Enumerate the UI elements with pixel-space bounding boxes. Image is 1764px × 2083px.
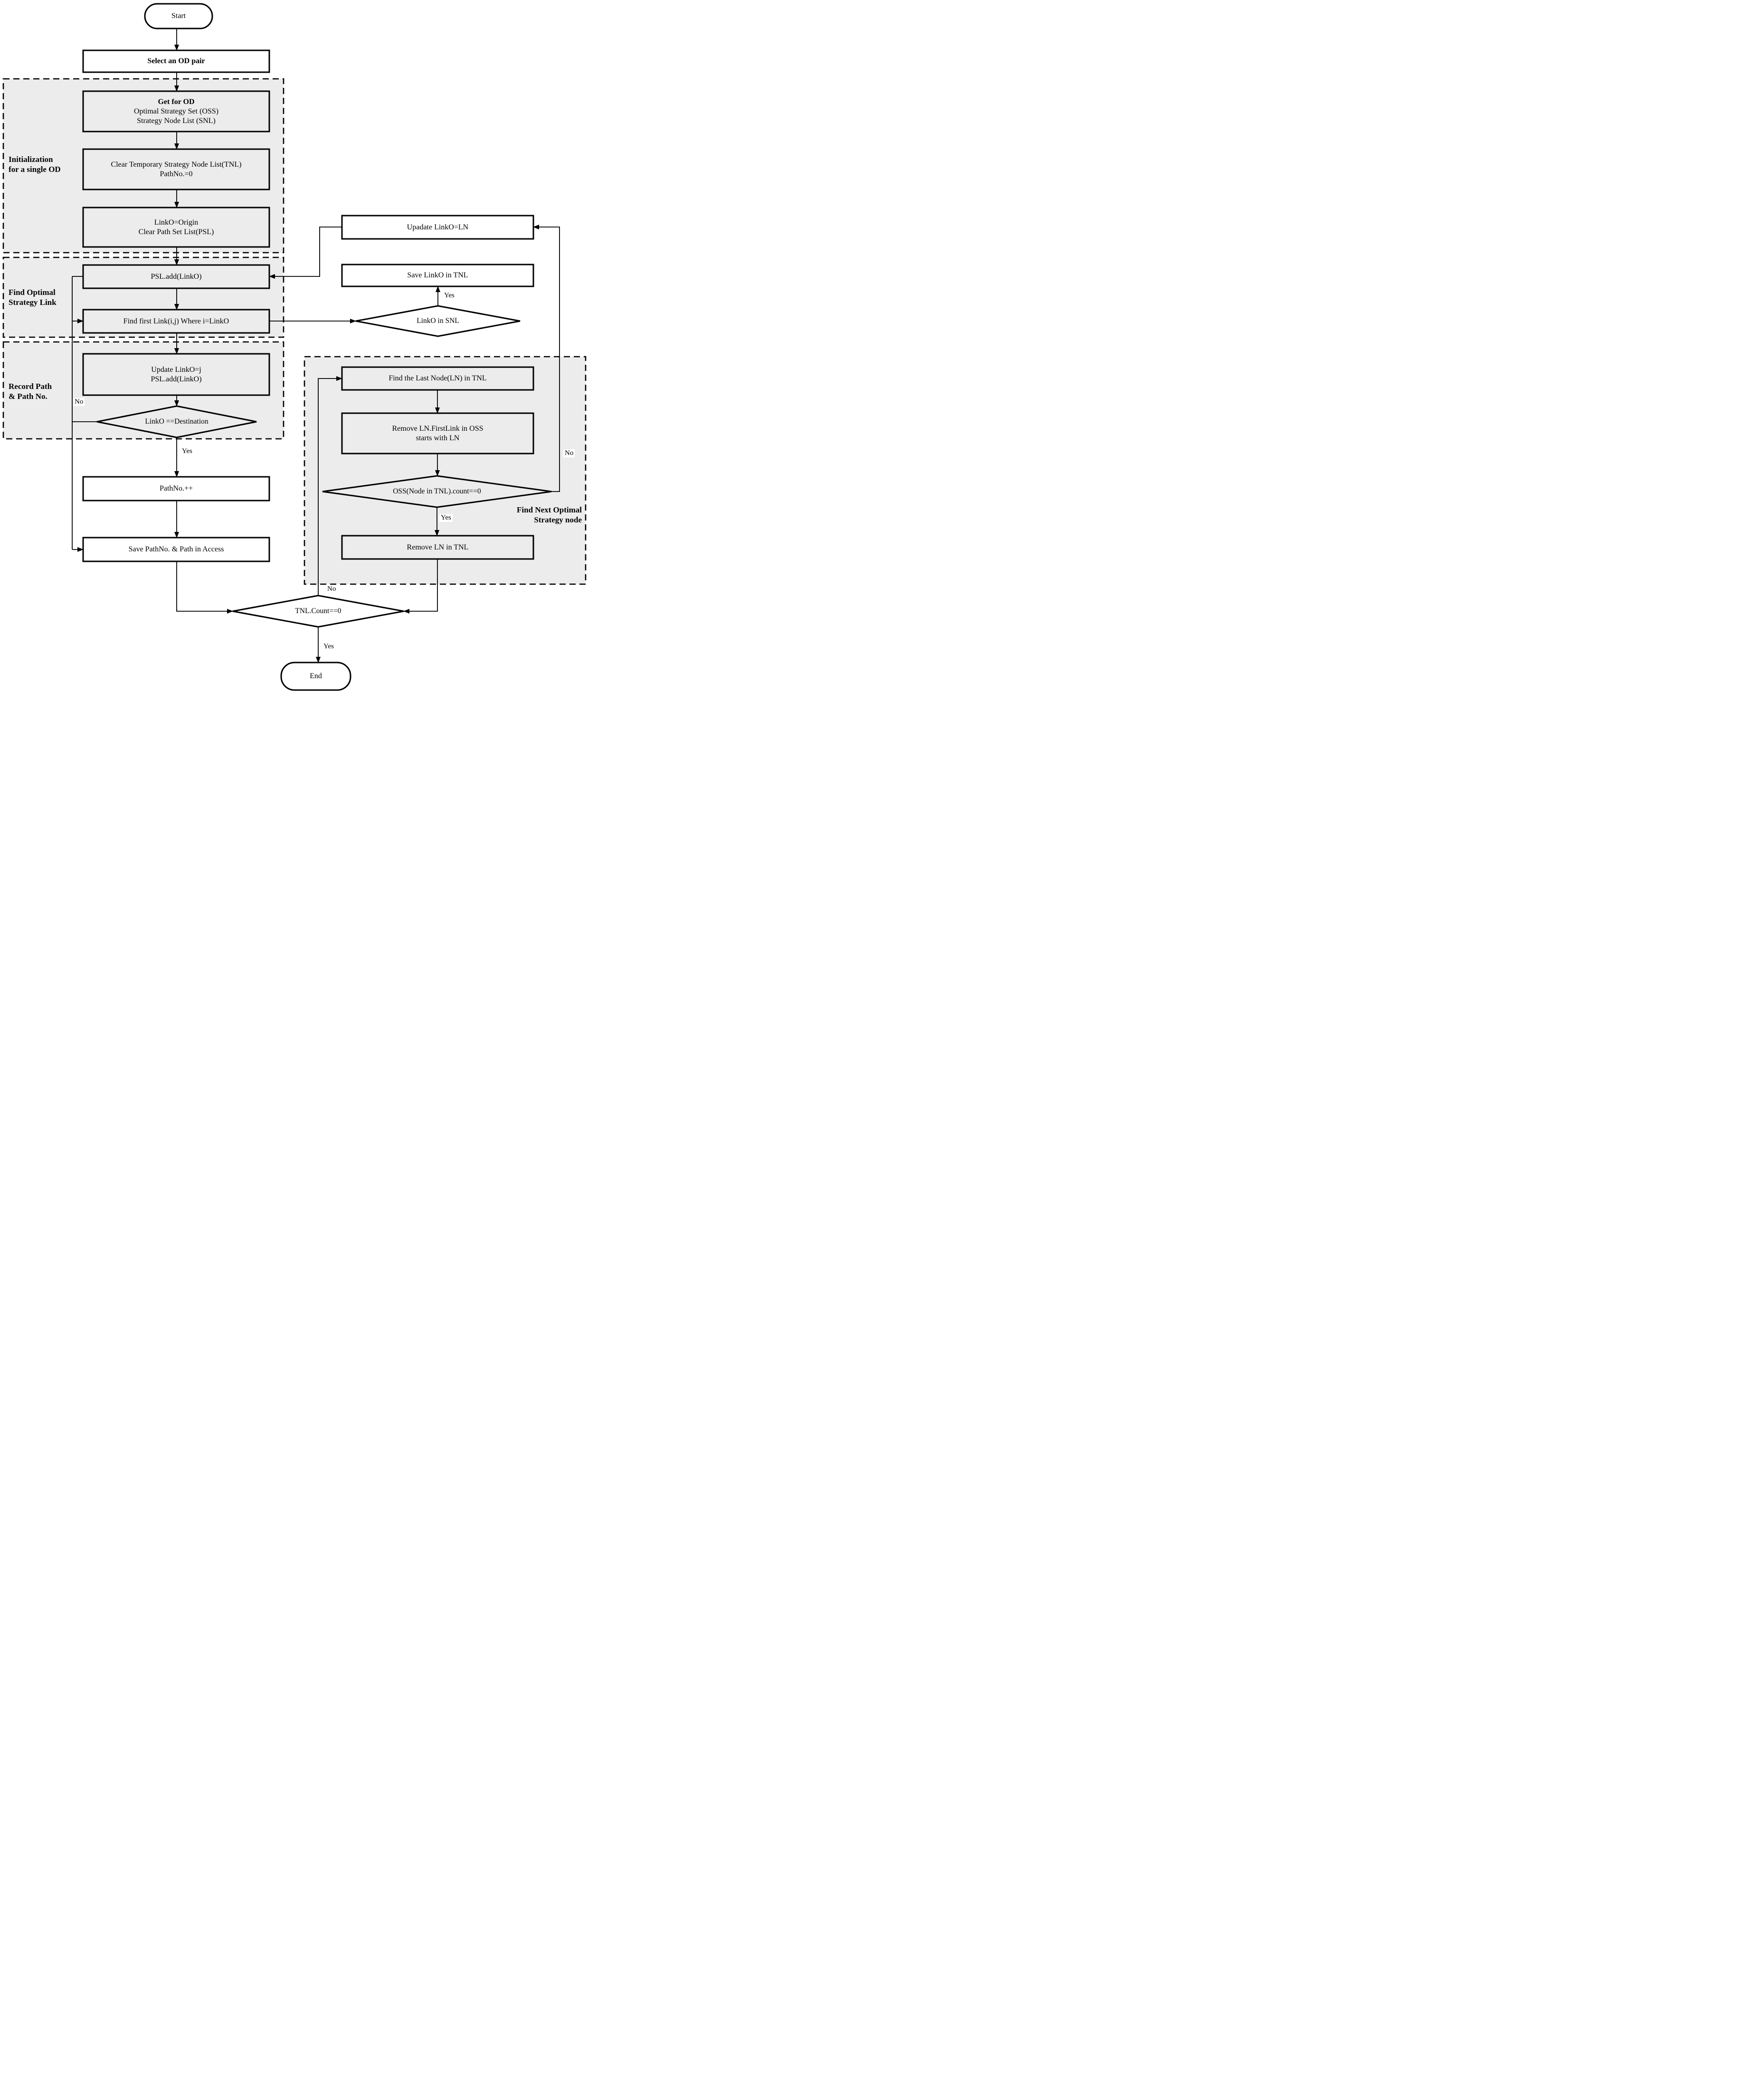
update-linko-shape [82,353,270,396]
remove-firstlink-line1: Remove LN.FirstLink in OSS [392,424,484,433]
linko-in-snl-label: LinkO in SNL [417,317,459,325]
select-od-node: Select an OD pair [83,50,269,72]
update-linko-line2: PSL.add(LinkO) [151,375,202,383]
get-for-od-line3: Strategy Node List (SNL) [137,116,216,125]
pathno-inc-label: PathNo.++ [159,484,193,492]
find-first-link-shape [82,309,270,334]
start-label: Start [171,12,186,20]
linko-origin-node: LinkO=Origin Clear Path Set List(PSL) [83,208,269,247]
find-last-node-node: Find the Last Node(LN) in TNL [342,367,533,390]
end-label: End [310,672,322,680]
clear-tnl-node: Clear Temporary Strategy Node List(TNL) … [83,149,269,189]
remove-ln-node: Remove LN in TNL [342,536,533,559]
group-label-find-next: Find Next Optimal Strategy node [456,505,582,525]
pathno-inc-node: PathNo.++ [83,477,269,501]
edge-label-oss-yes: Yes [439,514,453,522]
edge-label-dest-yes: Yes [180,447,194,455]
find-first-link-node: Find first Link(i,j) Where i=LinkO [83,310,269,333]
upadate-linko-ln-label: Upadate LinkO=LN [407,223,469,231]
dest-check-diamond-shape [96,405,257,438]
group-find-optimal-line2: Strategy Link [9,298,57,307]
group-label-record-path: Record Path & Path No. [9,381,52,402]
oss-count-node: OSS(Node in TNL).count==0 [322,476,551,507]
edge-label-snl-yes: Yes [443,292,456,300]
upadate-linko-ln-node: Upadate LinkO=LN [342,216,533,239]
edge-label-tnl-no: No [326,585,338,593]
tnl-count-label: TNL.Count==0 [295,607,341,615]
flowchart-drawing [2,3,587,691]
connector-oss-no-upadate [533,225,560,492]
start-node: Start [145,4,212,28]
upadate-linko-ln-shape [341,215,534,240]
dest-check-node: LinkO ==Destination [97,406,256,437]
dest-check-label: LinkO ==Destination [145,417,209,426]
tnl-count-diamond-shape [232,595,404,628]
clear-tnl-line1: Clear Temporary Strategy Node List(TNL) [111,160,242,169]
pathno-inc-shape [82,476,270,502]
psl-add-shape [82,264,270,289]
save-path-shape [82,537,270,562]
end-terminator-shape [280,662,351,691]
save-linko-tnl-node: Save LinkO in TNL [342,265,533,286]
select-od-label: Select an OD pair [147,57,205,65]
group-find-next-line2: Strategy node [534,515,582,525]
clear-tnl-line2: PathNo.=0 [160,170,193,178]
group-initialization-line1: Initialization [9,155,53,164]
connector-tnl-no-findlast [318,376,342,596]
save-linko-tnl-shape [341,264,534,287]
save-path-node: Save PathNo. & Path in Access [83,538,269,561]
group-label-find-optimal: Find Optimal Strategy Link [9,287,57,308]
linko-in-snl-node: LinkO in SNL [356,306,520,336]
oss-count-diamond-shape [322,475,552,508]
group-find-next-line1: Find Next Optimal [517,505,582,514]
flowchart-canvas: Start Select an OD pair Get for OD Optim… [0,0,588,694]
remove-ln-shape [341,535,534,560]
connector-removeln-tnlcount [403,559,438,614]
connector-upadate-psladd [269,227,342,279]
save-linko-tnl-label: Save LinkO in TNL [407,271,468,279]
get-for-od-shape [82,90,270,133]
get-for-od-line1: Get for OD [158,97,195,106]
get-for-od-node: Get for OD Optimal Strategy Set (OSS) St… [83,91,269,132]
group-label-initialization: Initialization for a single OD [9,154,61,175]
remove-firstlink-node: Remove LN.FirstLink in OSS starts with L… [342,413,533,454]
select-od-shape [82,49,270,73]
edge-label-dest-no: No [73,398,85,406]
group-record-path-line2: & Path No. [9,392,47,401]
connectors [72,28,560,663]
update-linko-line1: Update LinkO=j [151,365,201,374]
remove-firstlink-line2: starts with LN [416,434,460,442]
oss-count-label: OSS(Node in TNL).count==0 [393,487,481,496]
linko-origin-shape [82,207,270,248]
save-path-label: Save PathNo. & Path in Access [128,545,224,553]
group-find-optimal-line1: Find Optimal [9,288,56,297]
remove-firstlink-shape [341,412,534,454]
clear-tnl-shape [82,148,270,190]
linko-in-snl-diamond-shape [355,305,521,337]
psl-add-node: PSL.add(LinkO) [83,265,269,288]
find-first-link-label: Find first Link(i,j) Where i=LinkO [123,317,229,325]
linko-origin-line1: LinkO=Origin [154,218,199,227]
edge-label-tnl-yes: Yes [322,643,335,651]
group-record-path-line1: Record Path [9,382,52,391]
remove-ln-label: Remove LN in TNL [407,543,469,551]
psl-add-label: PSL.add(LinkO) [151,272,202,281]
find-last-node-label: Find the Last Node(LN) in TNL [389,374,487,382]
edge-label-oss-no: No [563,449,575,457]
linko-origin-line2: Clear Path Set List(PSL) [138,227,214,236]
node-shapes [82,3,552,691]
find-last-node-shape [341,366,534,391]
group-initialization-line2: for a single OD [9,165,61,174]
start-terminator-shape [144,3,213,29]
update-linko-node: Update LinkO=j PSL.add(LinkO) [83,354,269,395]
connector-savepath-tnlcount [176,561,233,614]
tnl-count-node: TNL.Count==0 [233,596,404,627]
get-for-od-line2: Optimal Strategy Set (OSS) [133,107,219,115]
end-node: End [281,663,351,690]
